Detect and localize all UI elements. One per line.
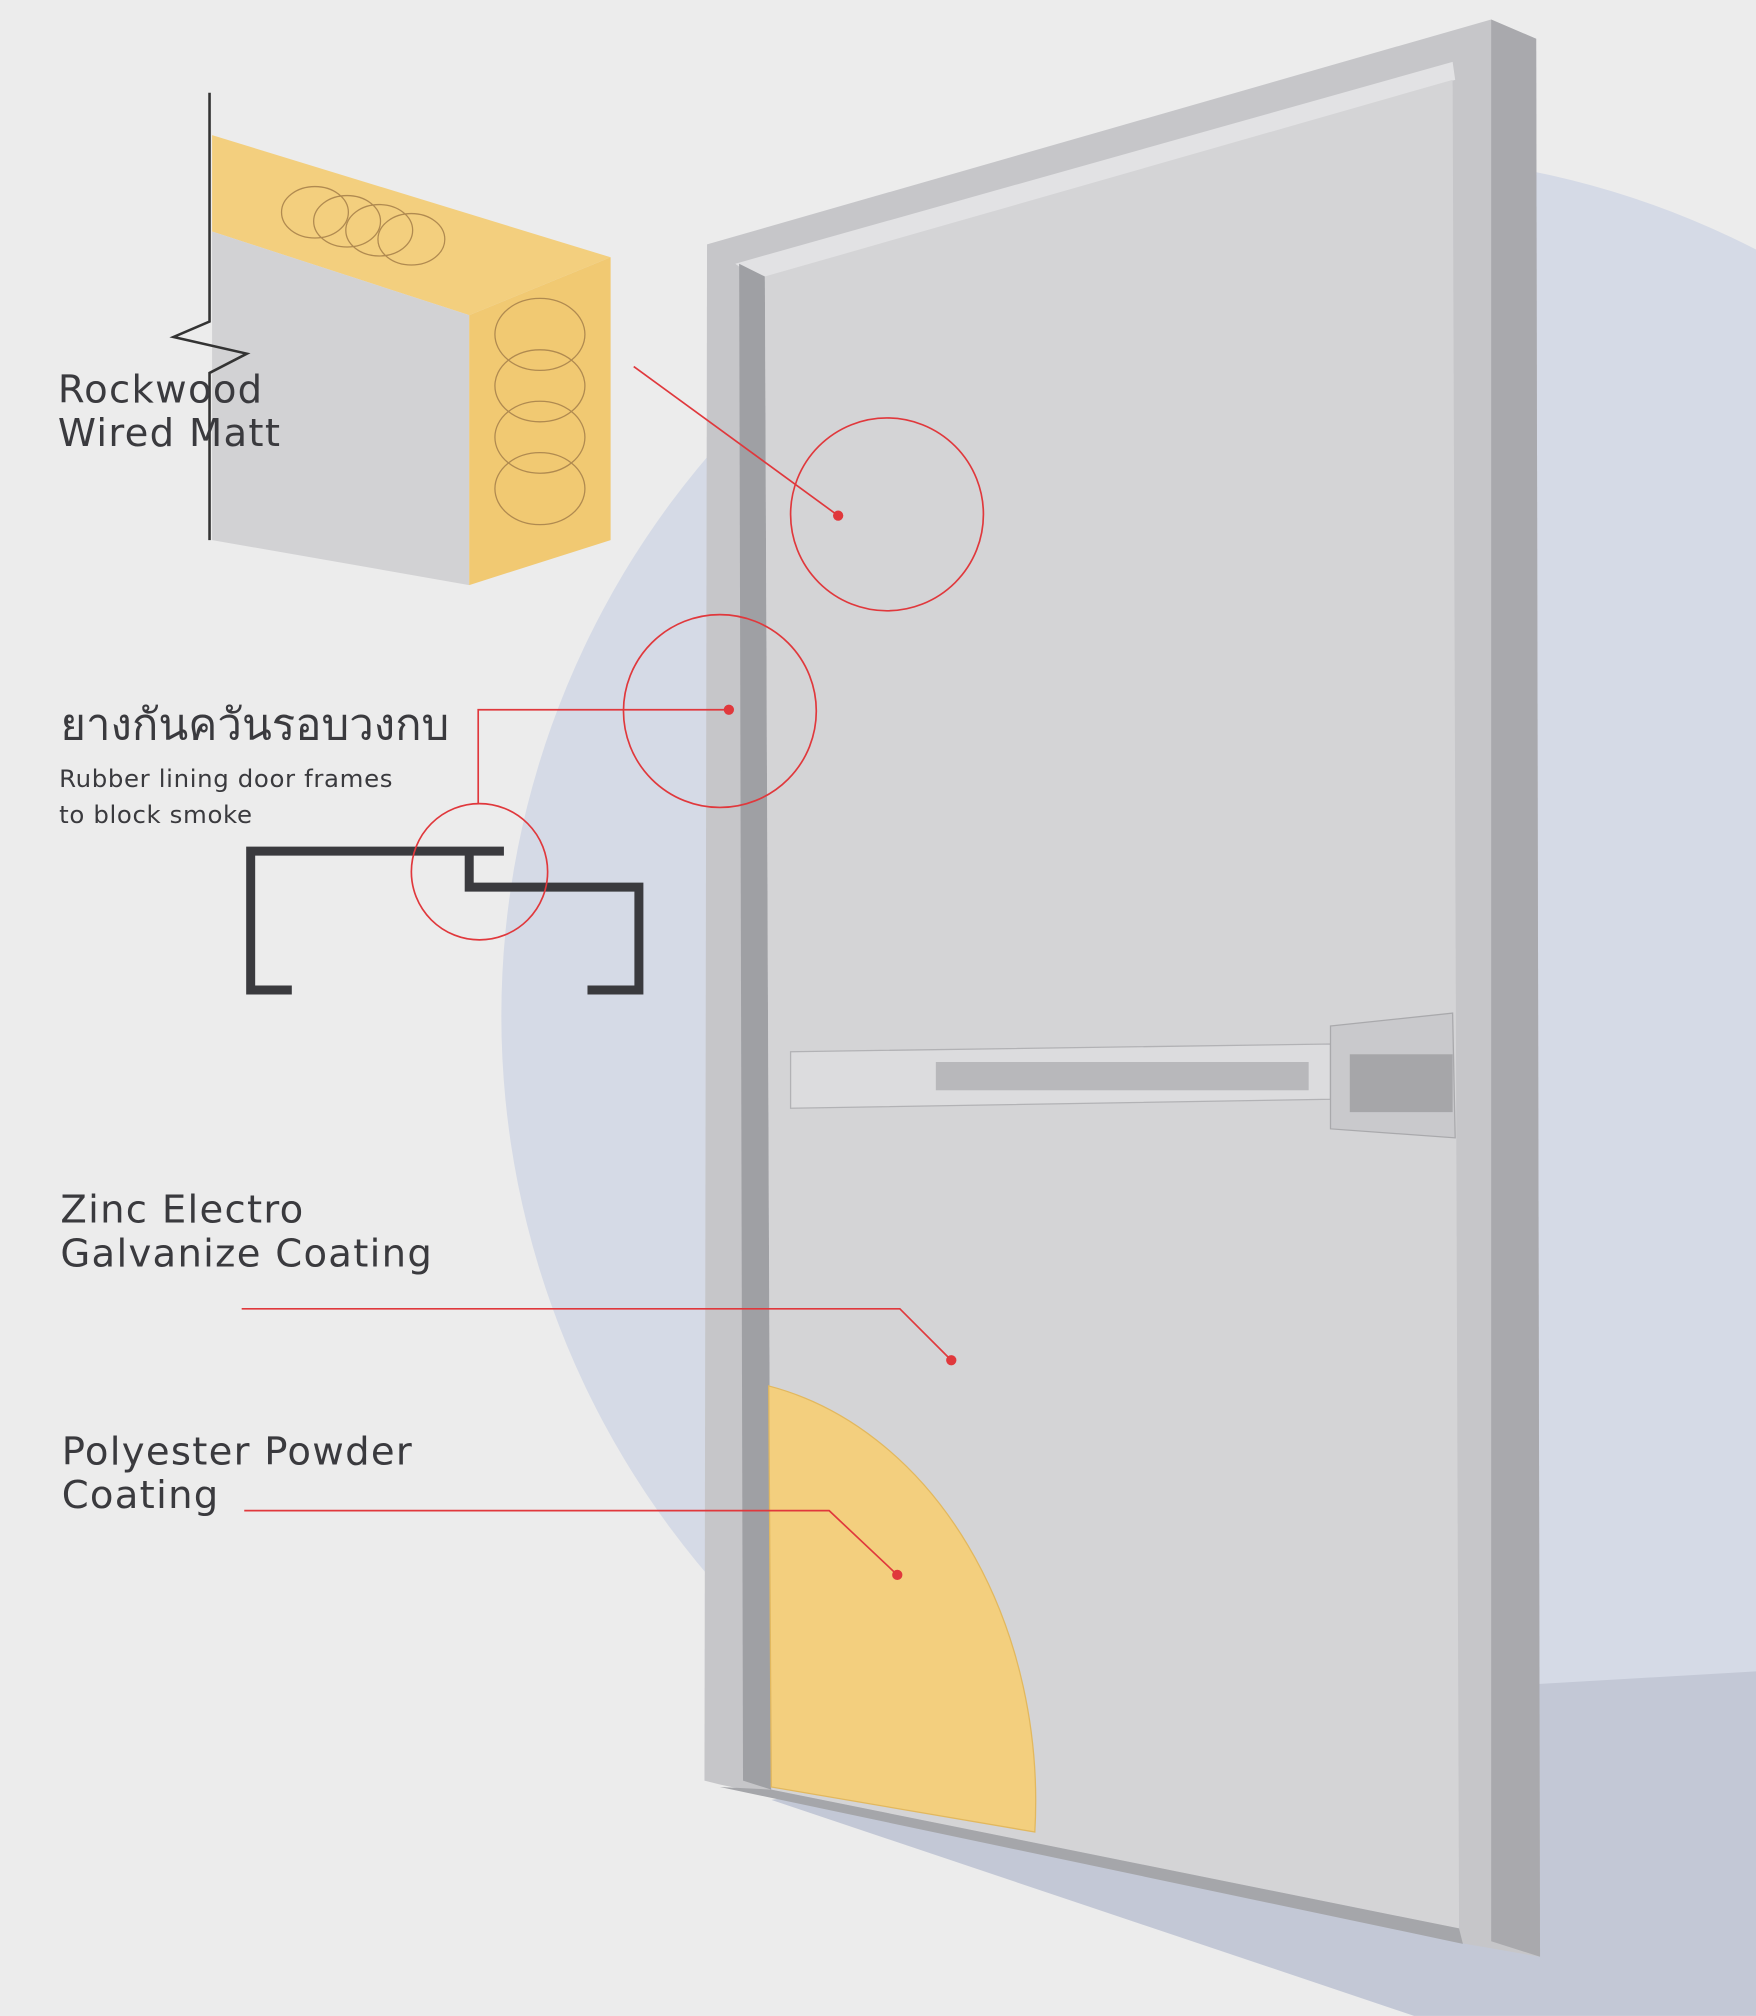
- polyester-label-line2: Coating: [62, 1473, 220, 1518]
- callouts: [241, 365, 985, 1576]
- break-line: [169, 92, 251, 541]
- panic-bar-handle: [789, 1012, 1456, 1139]
- door: [704, 19, 1541, 1957]
- rockwool-block-illustration: [169, 92, 611, 586]
- thai-heading: ยางกันควันรอบวงกบ: [60, 699, 449, 750]
- polyester-label-line1: Polyester Powder: [62, 1429, 413, 1474]
- rubber-label-line1: Rubber lining door frames: [59, 764, 393, 793]
- door-frame-top-inner: [735, 61, 1456, 283]
- zinc-label-line2: Galvanize Coating: [60, 1231, 433, 1276]
- frame-profile-section: [246, 846, 644, 995]
- zinc-label-line1: Zinc Electro: [60, 1188, 304, 1233]
- insulation-cutaway: [768, 1385, 1037, 1833]
- rubber-label-line2: to block smoke: [59, 800, 252, 829]
- rockwood-label-line2: Wired Matt: [58, 411, 281, 456]
- door-panel: [764, 79, 1460, 1929]
- rockwood-label-line1: Rockwood: [58, 368, 264, 413]
- callout-circle-frame: [622, 613, 818, 809]
- callout-circle-profile: [410, 802, 549, 941]
- door-frame-side: [1491, 19, 1541, 1957]
- callout-circle-rockwool: [789, 417, 985, 612]
- door-frame-left-inner: [739, 263, 772, 1790]
- callout-dots: [723, 510, 957, 1581]
